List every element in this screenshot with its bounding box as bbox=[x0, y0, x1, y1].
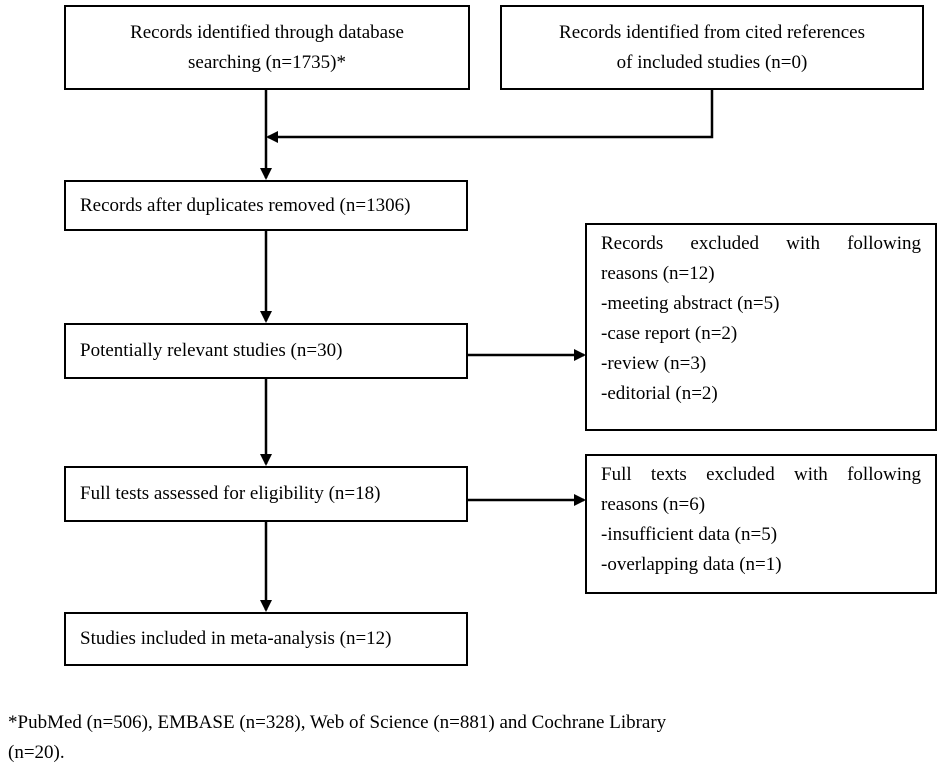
after-duplicates-box: Records after duplicates removed (n=1306… bbox=[64, 180, 468, 231]
records-excluded-header-line1: Records excluded with following bbox=[601, 233, 921, 254]
full-texts-excluded-item: -overlapping data (n=1) bbox=[601, 554, 782, 575]
full-tests-label: Full tests assessed for eligibility (n=1… bbox=[80, 483, 381, 504]
full-texts-excluded-header-line2: reasons (n=6) bbox=[601, 494, 706, 515]
full-texts-excluded-box: Full texts excluded with following reaso… bbox=[585, 454, 937, 594]
records-excluded-item: -case report (n=2) bbox=[601, 323, 738, 344]
footnote-line1: *PubMed (n=506), EMBASE (n=328), Web of … bbox=[8, 712, 667, 733]
included-studies-label: Studies included in meta-analysis (n=12) bbox=[80, 628, 392, 649]
cited-refs-line2: of included studies (n=0) bbox=[616, 51, 808, 73]
included-studies-box: Studies included in meta-analysis (n=12) bbox=[64, 612, 468, 666]
connector-cited-refs bbox=[266, 90, 714, 143]
full-texts-excluded-item: -insufficient data (n=5) bbox=[601, 524, 778, 545]
full-tests-box: Full tests assessed for eligibility (n=1… bbox=[64, 466, 468, 522]
db-search-line1: Records identified through database bbox=[130, 21, 404, 43]
records-excluded-box: Records excluded with following reasons … bbox=[585, 223, 937, 431]
potentially-relevant-label: Potentially relevant studies (n=30) bbox=[80, 340, 343, 361]
db-search-line2: searching (n=1735)* bbox=[188, 51, 346, 73]
cited-refs-line1: Records identified from cited references bbox=[559, 21, 865, 43]
footnote-line2: (n=20). bbox=[8, 742, 65, 763]
potentially-relevant-box: Potentially relevant studies (n=30) bbox=[64, 323, 468, 379]
db-search-box: Records identified through database sear… bbox=[64, 5, 470, 90]
records-excluded-header-line2: reasons (n=12) bbox=[601, 263, 715, 284]
records-excluded-item: -editorial (n=2) bbox=[601, 383, 718, 404]
cited-refs-box: Records identified from cited references… bbox=[500, 5, 924, 90]
after-duplicates-label: Records after duplicates removed (n=1306… bbox=[80, 194, 411, 216]
full-texts-excluded-header-line1: Full texts excluded with following bbox=[601, 464, 921, 485]
records-excluded-item: -meeting abstract (n=5) bbox=[601, 293, 780, 314]
records-excluded-item: -review (n=3) bbox=[601, 353, 707, 374]
footnote: *PubMed (n=506), EMBASE (n=328), Web of … bbox=[8, 708, 928, 768]
